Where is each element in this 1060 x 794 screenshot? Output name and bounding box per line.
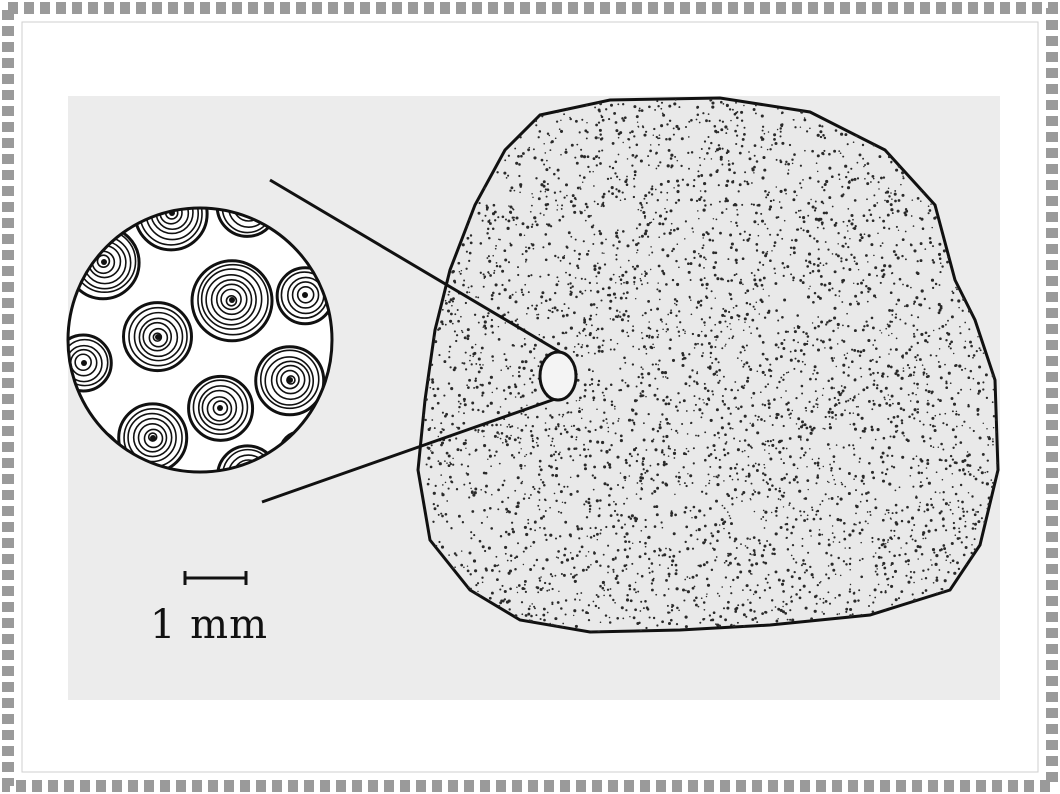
sample-spot	[540, 352, 576, 400]
rock-specimen-outline	[418, 98, 998, 632]
scale-bar-label: 1 mm	[150, 602, 268, 648]
ooid-grain	[256, 347, 324, 415]
